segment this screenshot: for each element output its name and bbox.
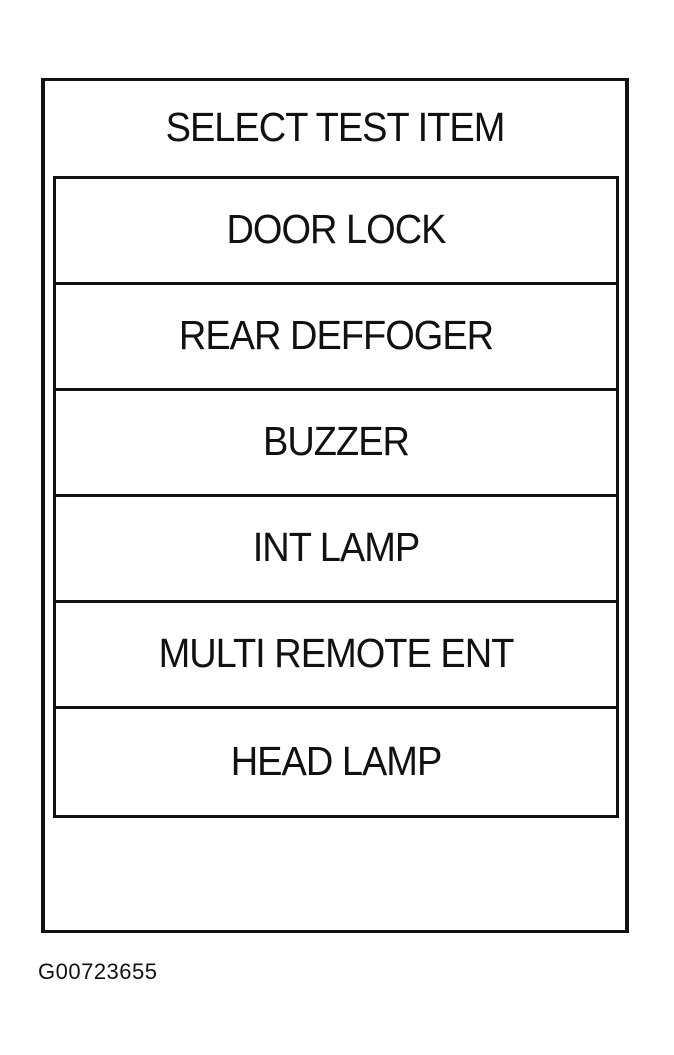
menu-item-multi-remote-ent[interactable]: MULTI REMOTE ENT [56,603,616,709]
menu-item-label: BUZZER [263,419,410,465]
menu-item-label: REAR DEFFOGER [178,313,494,359]
menu-item-label: INT LAMP [252,525,421,571]
menu-item-label: HEAD LAMP [230,738,443,785]
menu-item-int-lamp[interactable]: INT LAMP [56,497,616,603]
tester-screen: SELECT TEST ITEM DOOR LOCK REAR DEFFOGER… [41,78,629,933]
menu-item-label: MULTI REMOTE ENT [158,631,515,677]
menu-item-head-lamp[interactable]: HEAD LAMP [56,709,616,815]
menu-item-rear-defogger[interactable]: REAR DEFFOGER [56,285,616,391]
screen-title: SELECT TEST ITEM [165,105,506,151]
menu-item-buzzer[interactable]: BUZZER [56,391,616,497]
menu-item-door-lock[interactable]: DOOR LOCK [56,179,616,285]
figure-id: G00723655 [38,959,158,984]
menu-item-label: DOOR LOCK [226,207,446,253]
test-item-menu: DOOR LOCK REAR DEFFOGER BUZZER INT LAMP … [53,176,619,818]
